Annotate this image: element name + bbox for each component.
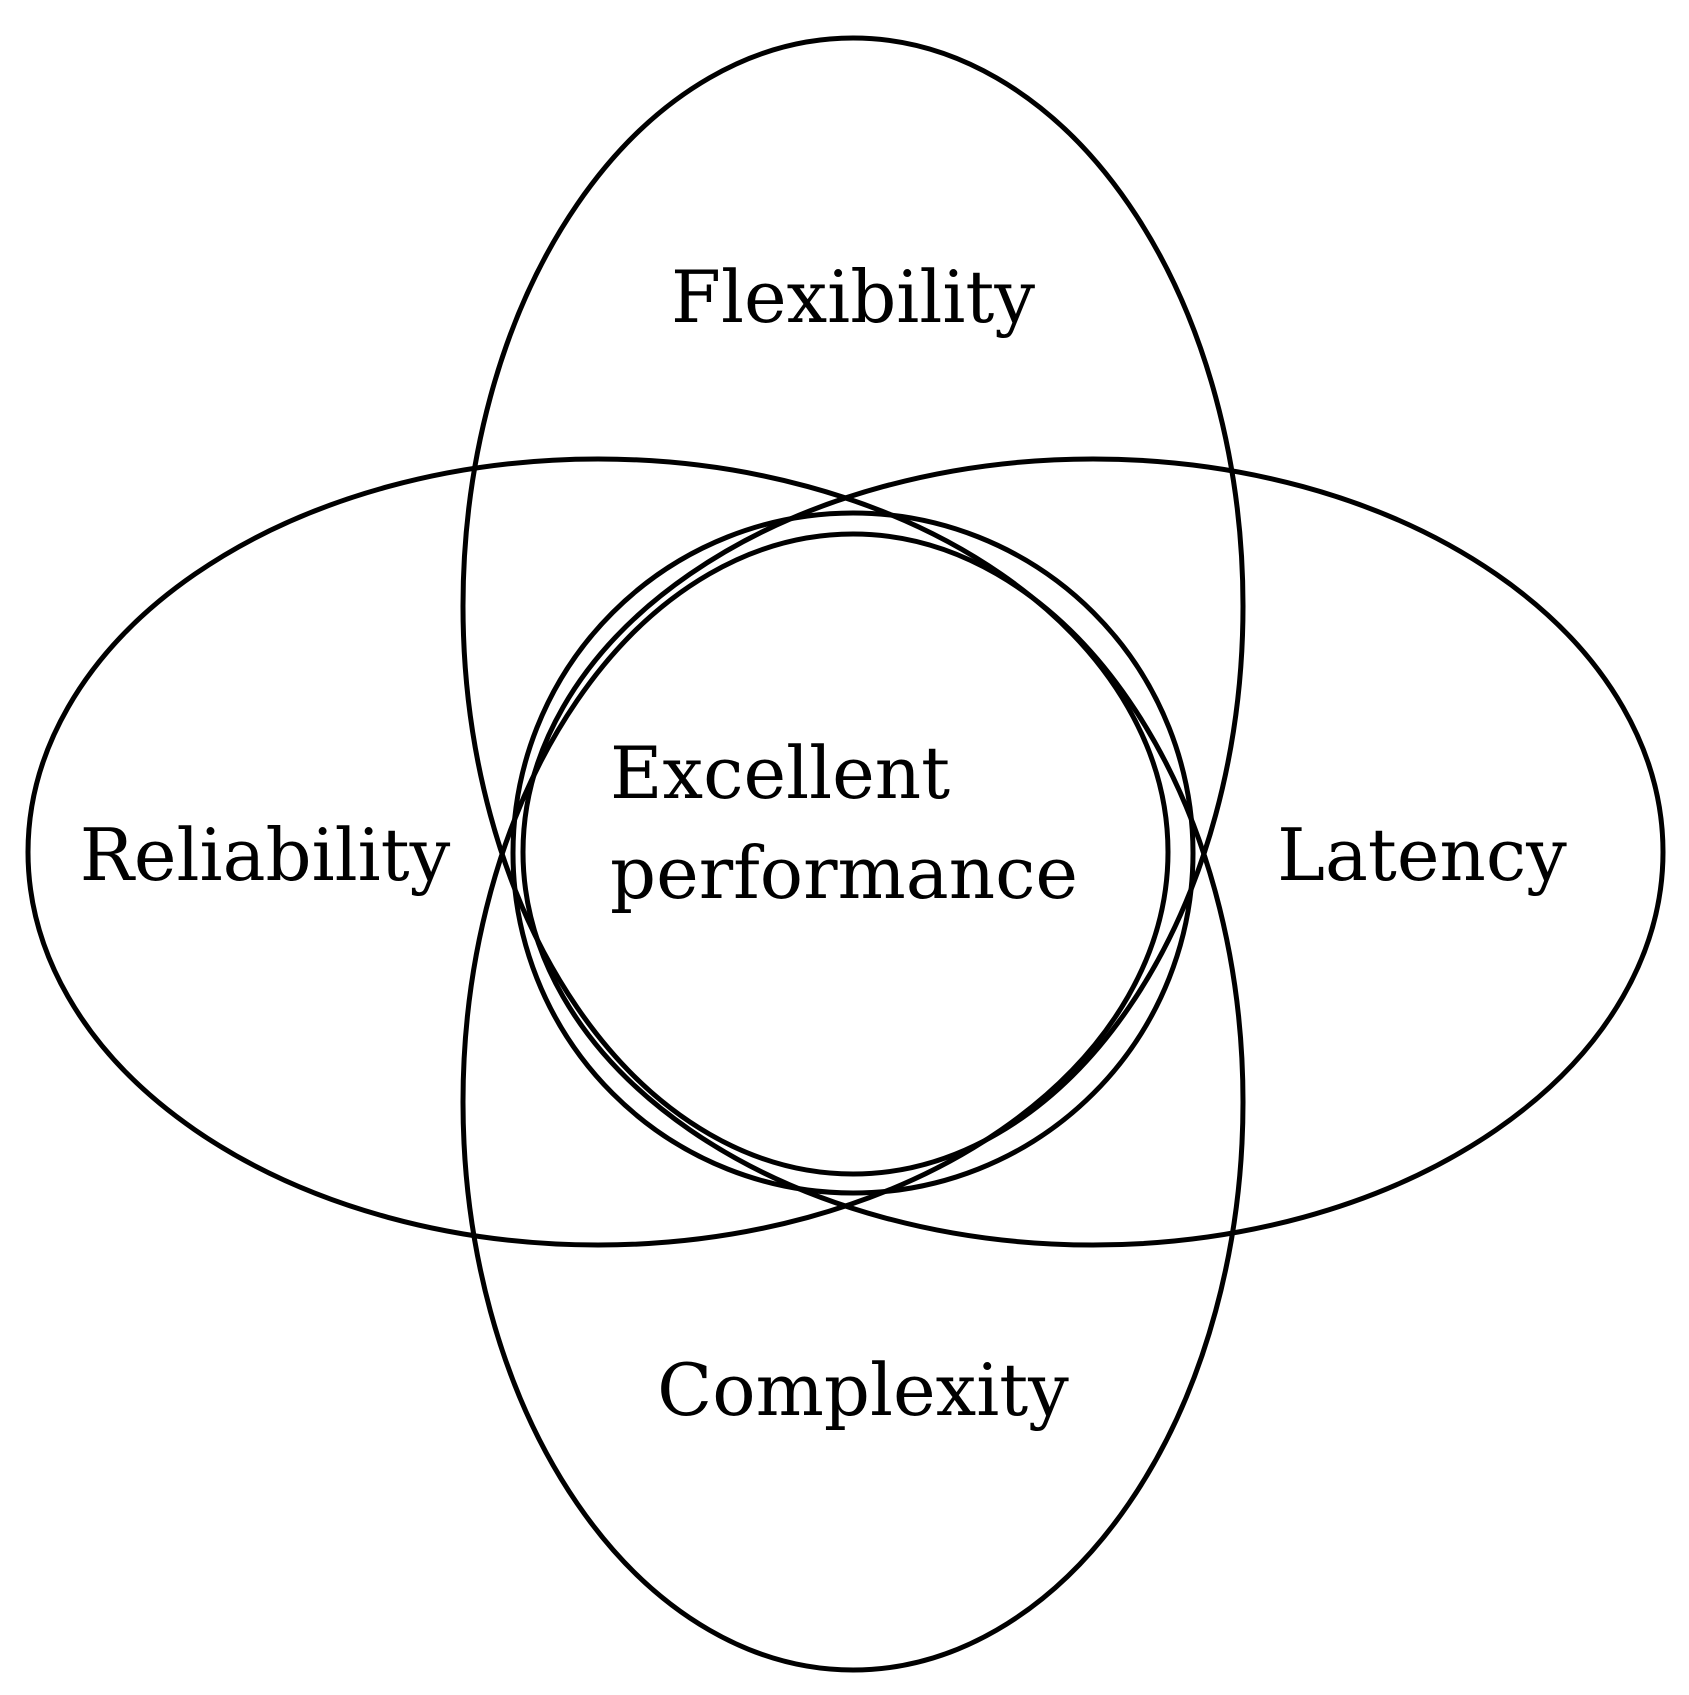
flexibility-label: Flexibility: [671, 255, 1035, 339]
center-circle: [510, 510, 1196, 1196]
complexity-ellipse: [460, 531, 1246, 1673]
reliability-ellipse: [25, 456, 1171, 1248]
flexibility-ellipse: [460, 35, 1246, 1177]
center-label-line2: performance: [610, 831, 1078, 915]
complexity-label: Complexity: [657, 1348, 1069, 1432]
latency-label: Latency: [1277, 813, 1567, 897]
center-label-line1: Excellent: [610, 731, 950, 815]
reliability-label: Reliability: [80, 813, 451, 897]
latency-ellipse: [520, 456, 1666, 1248]
